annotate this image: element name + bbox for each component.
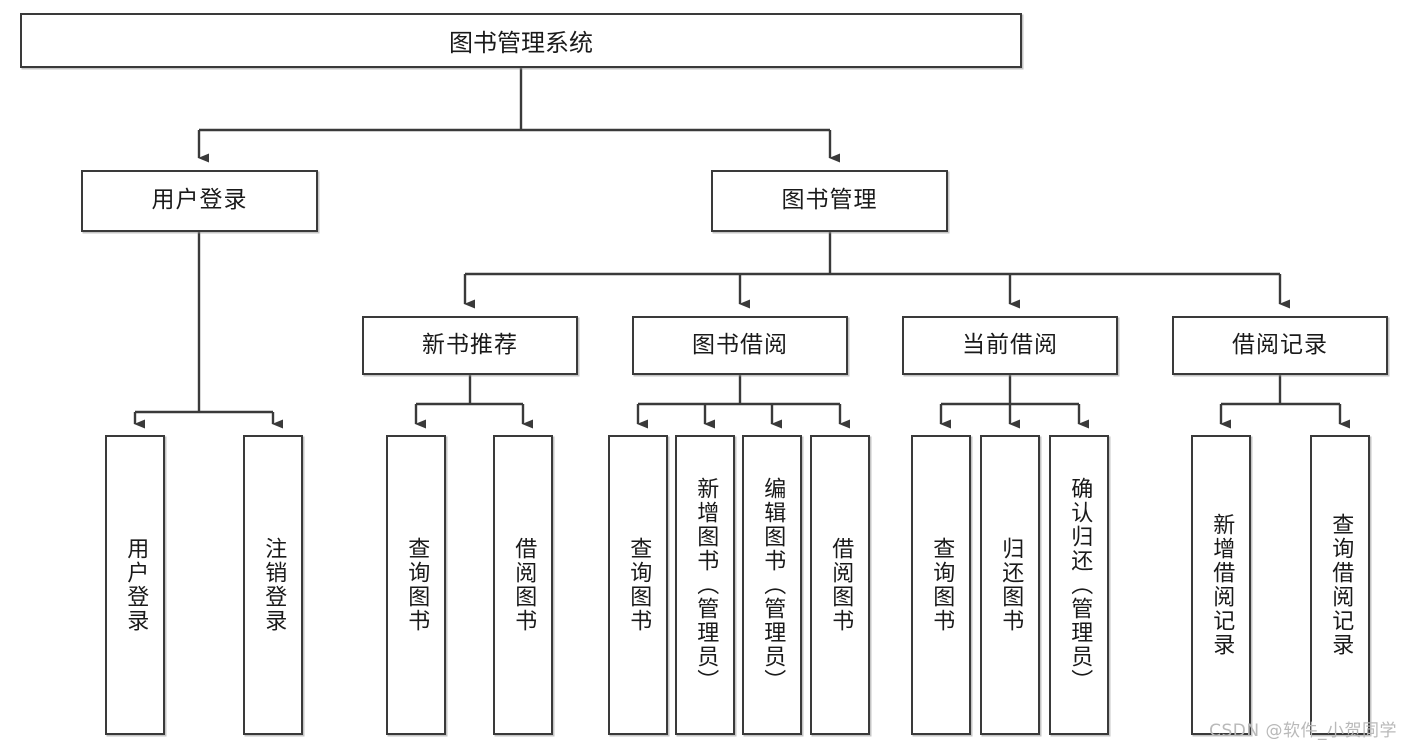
leaf-borrow-book[interactable]: 借阅图书 bbox=[810, 435, 870, 735]
leaf-label: 查询图书 bbox=[404, 537, 430, 633]
leaf-label: 查询借阅记录 bbox=[1328, 513, 1354, 657]
leaf-borrow-book-new[interactable]: 借阅图书 bbox=[493, 435, 553, 735]
leaf-user-login[interactable]: 用户登录 bbox=[105, 435, 165, 735]
leaf-return-book[interactable]: 归还图书 bbox=[980, 435, 1040, 735]
leaf-logout[interactable]: 注销登录 bbox=[243, 435, 303, 735]
leaf-label: 查询图书 bbox=[626, 537, 652, 633]
node-borrow-record[interactable]: 借阅记录 bbox=[1172, 316, 1388, 375]
node-label: 图书借阅 bbox=[692, 331, 788, 358]
leaf-query-book-current[interactable]: 查询图书 bbox=[911, 435, 971, 735]
leaf-label: 查询图书 bbox=[929, 537, 955, 633]
leaf-confirm-return-admin[interactable]: 确认归还（管理员） bbox=[1049, 435, 1109, 735]
watermark: CSDN @软件_小贺同学 bbox=[1209, 721, 1397, 741]
leaf-label: 注销登录 bbox=[261, 537, 287, 633]
leaf-label: 确认归还（管理员） bbox=[1067, 477, 1093, 693]
node-current-borrow[interactable]: 当前借阅 bbox=[902, 316, 1118, 375]
leaf-label: 编辑图书（管理员） bbox=[760, 477, 786, 693]
leaf-add-borrow-record[interactable]: 新增借阅记录 bbox=[1191, 435, 1251, 735]
node-user-login[interactable]: 用户登录 bbox=[81, 170, 318, 232]
node-label: 用户登录 bbox=[151, 187, 248, 214]
node-label: 图书管理系统 bbox=[449, 29, 593, 57]
node-book-borrow[interactable]: 图书借阅 bbox=[632, 316, 848, 375]
node-root-system[interactable]: 图书管理系统 bbox=[20, 13, 1022, 68]
node-book-management[interactable]: 图书管理 bbox=[711, 170, 948, 232]
leaf-label: 借阅图书 bbox=[511, 537, 537, 633]
leaf-query-borrow-record[interactable]: 查询借阅记录 bbox=[1310, 435, 1370, 735]
leaf-label: 用户登录 bbox=[123, 537, 149, 633]
node-label: 当前借阅 bbox=[962, 331, 1058, 358]
leaf-label: 借阅图书 bbox=[828, 537, 854, 633]
node-label: 借阅记录 bbox=[1232, 331, 1328, 358]
leaf-query-book-borrow[interactable]: 查询图书 bbox=[608, 435, 668, 735]
node-label: 图书管理 bbox=[781, 187, 878, 214]
leaf-add-book-admin[interactable]: 新增图书（管理员） bbox=[675, 435, 735, 735]
leaf-label: 新增图书（管理员） bbox=[693, 477, 719, 693]
leaf-query-book-new[interactable]: 查询图书 bbox=[386, 435, 446, 735]
leaf-label: 归还图书 bbox=[998, 537, 1024, 633]
leaf-label: 新增借阅记录 bbox=[1209, 513, 1235, 657]
leaf-edit-book-admin[interactable]: 编辑图书（管理员） bbox=[742, 435, 802, 735]
node-label: 新书推荐 bbox=[422, 331, 518, 358]
node-new-book-recommend[interactable]: 新书推荐 bbox=[362, 316, 578, 375]
